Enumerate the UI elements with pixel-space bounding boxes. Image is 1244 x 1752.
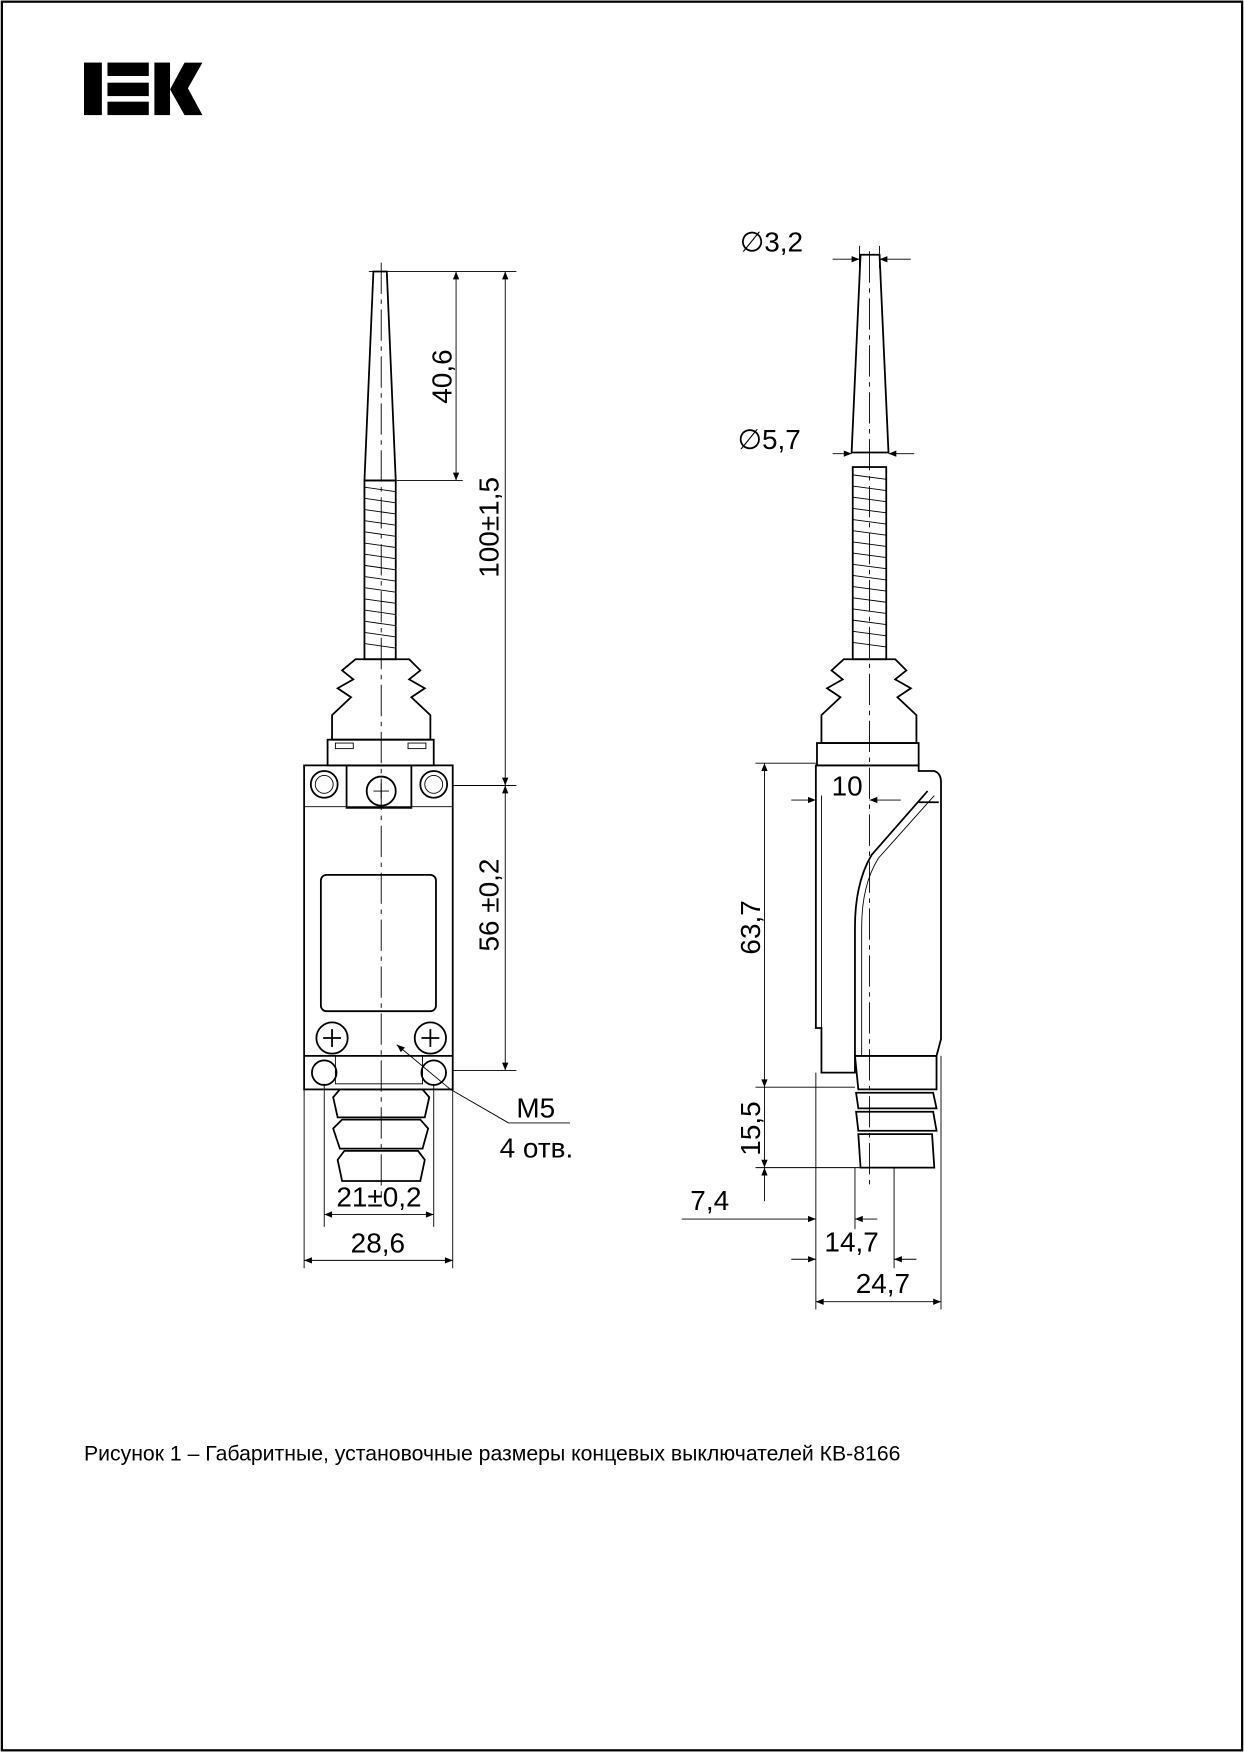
iek-logo	[83, 62, 203, 116]
dim-plunger-height: 15,5	[735, 1101, 766, 1155]
dim-holes: 4 отв.	[500, 1133, 574, 1164]
dim-rod-base-diameter: ∅5,7	[738, 424, 801, 455]
dim-offset-top: 10	[832, 771, 863, 802]
dim-rod-length: 40,6	[427, 349, 458, 403]
dim-offset-left: 7,4	[690, 1185, 729, 1216]
front-view: 40,6 100±1,5 56 ±0,2 M5 4 отв. 21±0,2 28…	[303, 262, 574, 1269]
plunger	[332, 1088, 431, 1182]
dim-body-height: 63,7	[735, 900, 766, 954]
side-view: ∅3,2 ∅5,7 10 63,7 15,5 7,4 14,7 24,7	[681, 226, 942, 1310]
dim-rod-tip-diameter: ∅3,2	[740, 226, 803, 257]
plunger-side	[853, 1054, 938, 1169]
dim-body-depth: 24,7	[856, 1268, 910, 1299]
figure-caption: Рисунок 1 – Габаритные, установочные раз…	[84, 1442, 900, 1465]
dim-mount-spacing-vertical: 56 ±0,2	[474, 859, 505, 952]
switch-body-side	[814, 764, 942, 1074]
dim-mount-spacing-horizontal: 21±0,2	[336, 1182, 421, 1213]
dim-body-width: 28,6	[351, 1228, 405, 1259]
spring	[363, 479, 397, 661]
label-window	[319, 873, 437, 1013]
dim-thread: M5	[516, 1092, 555, 1123]
dim-total-height: 100±1,5	[474, 477, 505, 578]
dim-plunger-offset: 14,7	[824, 1226, 878, 1257]
